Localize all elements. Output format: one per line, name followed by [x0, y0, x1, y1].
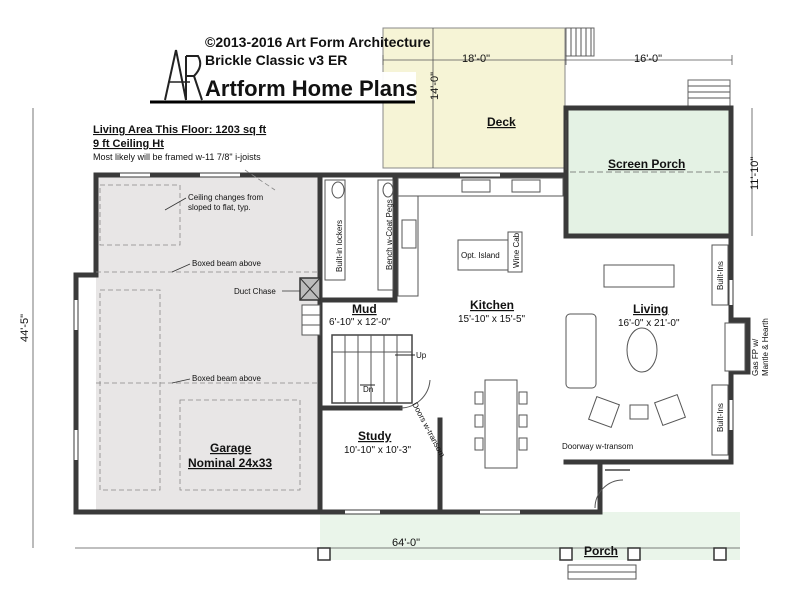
- boxed-beam-leader-1: [171, 263, 191, 273]
- entry-door: [594, 469, 630, 509]
- boxed-beam-note-1: Boxed beam above: [192, 259, 261, 268]
- duct-chase-box: [282, 277, 321, 301]
- gas-fp-note-2: Mantle & Hearth: [761, 318, 770, 376]
- overall-depth-dim: 44'-5": [19, 314, 31, 342]
- deck-depth-dim: 14'-0": [429, 72, 441, 100]
- built-ins-note-1: Built-Ins: [716, 261, 725, 290]
- kitchen-fixtures: [397, 177, 564, 469]
- study-door: [399, 379, 431, 409]
- study-label: Study: [358, 429, 392, 443]
- deck-width-dim: 18'-0": [462, 53, 490, 65]
- stair: [331, 334, 415, 404]
- porch-width-dim: 16'-0": [634, 53, 662, 65]
- ceiling-change-note-2: sloped to flat, typ.: [188, 203, 251, 212]
- bench-coat-pegs-note: Bench w-Coat Pegs: [385, 199, 394, 270]
- deck-stairs: [565, 27, 731, 107]
- mud-size: 6'-10" x 12'-0": [329, 317, 391, 328]
- exterior-walls: [73, 105, 751, 515]
- mud-label: Mud: [352, 302, 377, 316]
- porch-posts: [317, 547, 727, 561]
- living-label: Living: [633, 302, 668, 316]
- opt-island-note: Opt. Island: [461, 251, 500, 260]
- kitchen-size: 15'-10" x 15'-5": [458, 314, 526, 325]
- porch-label: Porch: [584, 544, 618, 558]
- built-in-lockers-note: Built-in lockers: [335, 220, 344, 272]
- brand-text: Artform Home Plans: [205, 76, 418, 101]
- garage-size: Nominal 24x33: [188, 456, 272, 470]
- boxed-beam-leader-2: [171, 378, 191, 384]
- ceiling-change-note-1: Ceiling changes from: [188, 193, 263, 202]
- duct-chase-note: Duct Chase: [234, 287, 276, 296]
- study-size: 10'-10" x 10'-3": [344, 445, 412, 456]
- garage-area: [96, 175, 320, 510]
- dimension-lines: [32, 28, 753, 549]
- mud-fixtures: [324, 179, 394, 291]
- porch-steps: [567, 564, 637, 580]
- garage-label: Garage: [210, 441, 252, 455]
- mud-steps: [301, 304, 321, 336]
- wine-cab-note: Wine Cab: [512, 232, 521, 268]
- boxed-beam-note-2: Boxed beam above: [192, 374, 261, 383]
- living-furniture: [565, 244, 746, 456]
- ceiling-note-leader: [164, 197, 187, 211]
- kitchen-label: Kitchen: [470, 298, 514, 312]
- living-area-note: Living Area This Floor: 1203 sq ft: [93, 124, 267, 136]
- brand-logo: [150, 49, 416, 104]
- gas-fp-note-1: Gas FP w/: [751, 338, 760, 376]
- stair-dn-note: Dn: [363, 385, 373, 394]
- porch-area: [320, 512, 740, 560]
- screen-porch-label: Screen Porch: [608, 157, 685, 171]
- ceiling-height-note: 9 ft Ceiling Ht: [93, 138, 164, 150]
- screen-depth-dim: 11'-10": [749, 157, 761, 190]
- windows: [74, 173, 733, 514]
- deck-label: Deck: [487, 115, 516, 129]
- copyright-text: ©2013-2016 Art Form Architecture: [205, 34, 431, 50]
- garage-dashed: [96, 169, 320, 491]
- plan-name-text: Brickle Classic v3 ER: [205, 52, 347, 68]
- doorway-transom-note: Doorway w-transom: [562, 442, 633, 451]
- overall-width-dim: 64'-0": [392, 537, 420, 549]
- framing-note: Most likely will be framed w-11 7/8" i-j…: [93, 152, 261, 162]
- built-ins-note-2: Built-Ins: [716, 403, 725, 432]
- stair-up-note: Up: [416, 351, 427, 360]
- living-size: 16'-0" x 21'-0": [618, 318, 680, 329]
